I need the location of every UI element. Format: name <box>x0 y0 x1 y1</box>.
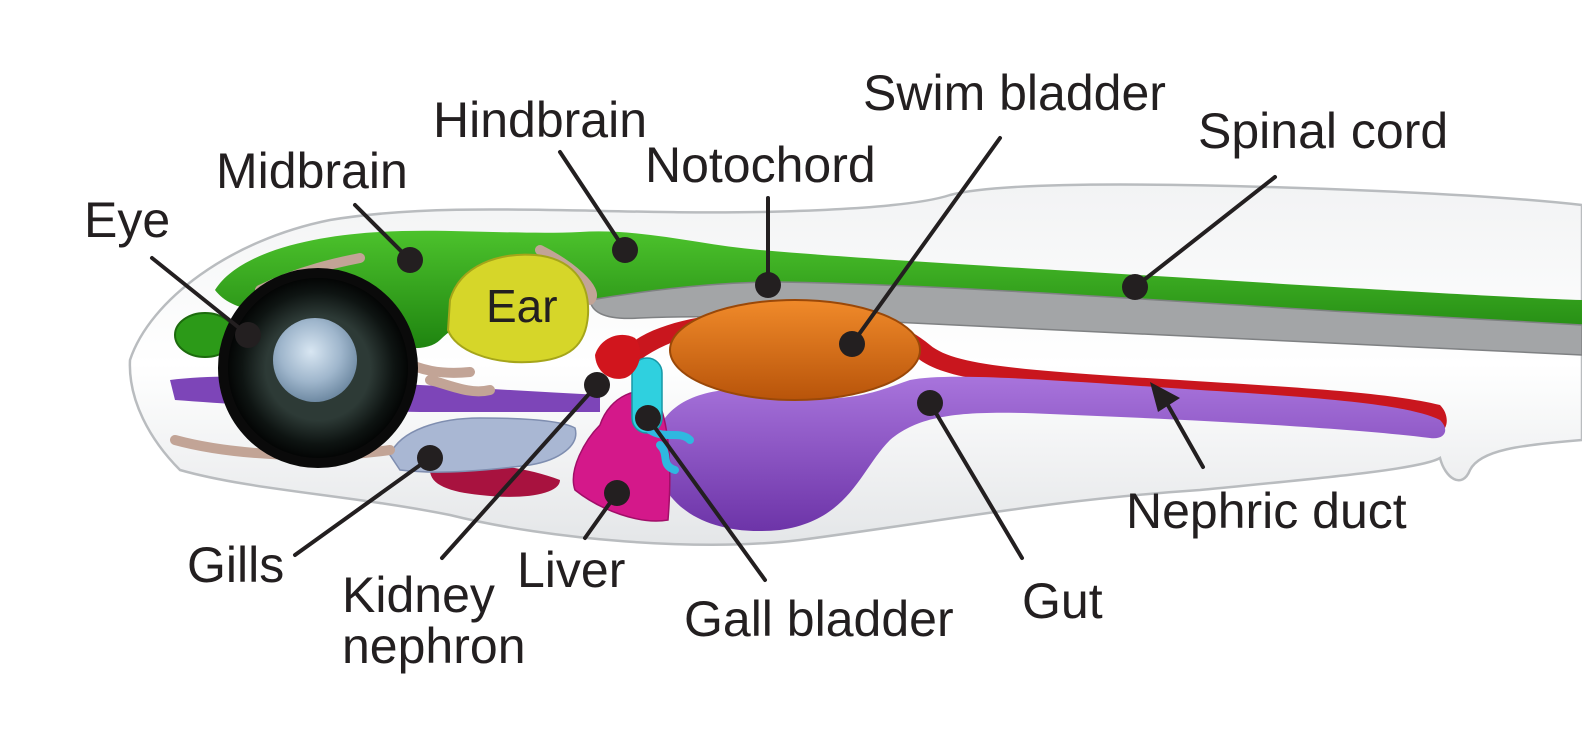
eye-leader <box>150 256 250 337</box>
kidney-shape <box>595 334 641 379</box>
kidney-label-line2: nephron <box>342 618 526 674</box>
bile-duct-shape <box>646 426 694 474</box>
gills-label: Gills <box>187 537 284 593</box>
gall-bladder-label: Gall bladder <box>684 591 954 647</box>
gut-shape <box>654 376 1446 532</box>
gall-bladder-leader <box>646 416 767 582</box>
hindbrain-label: Hindbrain <box>433 92 647 148</box>
midbrain-dot <box>397 247 423 273</box>
liver-dot <box>604 480 630 506</box>
kidney-label-line1: Kidney <box>342 567 495 623</box>
eye-lens <box>273 318 357 402</box>
nephric-duct-label: Nephric duct <box>1126 483 1407 539</box>
swim-bladder-shape <box>669 299 921 401</box>
swim-bladder-label: Swim bladder <box>863 65 1166 121</box>
swim-bladder-dot <box>839 331 865 357</box>
labels: Eye Midbrain Hindbrain Notochord Swim bl… <box>84 65 1448 674</box>
ear-shape <box>446 253 590 364</box>
spinal-cord-label: Spinal cord <box>1198 103 1448 159</box>
hindbrain-dot <box>612 237 638 263</box>
nephric-duct-arrowhead <box>1150 382 1180 412</box>
swim-bladder-leader <box>850 136 1002 346</box>
liver-label: Liver <box>517 542 625 598</box>
notochord-label: Notochord <box>645 137 876 193</box>
leader-lines <box>150 136 1277 582</box>
notochord-dot <box>755 272 781 298</box>
midbrain-label: Midbrain <box>216 143 408 199</box>
eye-ring <box>218 268 418 468</box>
hindbrain-leader <box>558 150 627 252</box>
kidney-dot <box>584 372 610 398</box>
gall-bladder-dot <box>635 405 661 431</box>
gut-label: Gut <box>1022 573 1103 629</box>
ear-label: Ear <box>486 280 558 332</box>
gut-dot <box>917 390 943 416</box>
spinal-cord-dot <box>1122 274 1148 300</box>
gills-leader <box>293 456 432 557</box>
eye-label: Eye <box>84 192 170 248</box>
pronephros-shape <box>430 464 560 497</box>
gills-dot <box>417 445 443 471</box>
spinal-cord-leader <box>1133 175 1277 289</box>
kidney-leader <box>440 383 599 560</box>
nephric-duct-leader <box>1163 398 1205 469</box>
eye-dot <box>235 322 261 348</box>
gut-leader <box>928 401 1024 560</box>
